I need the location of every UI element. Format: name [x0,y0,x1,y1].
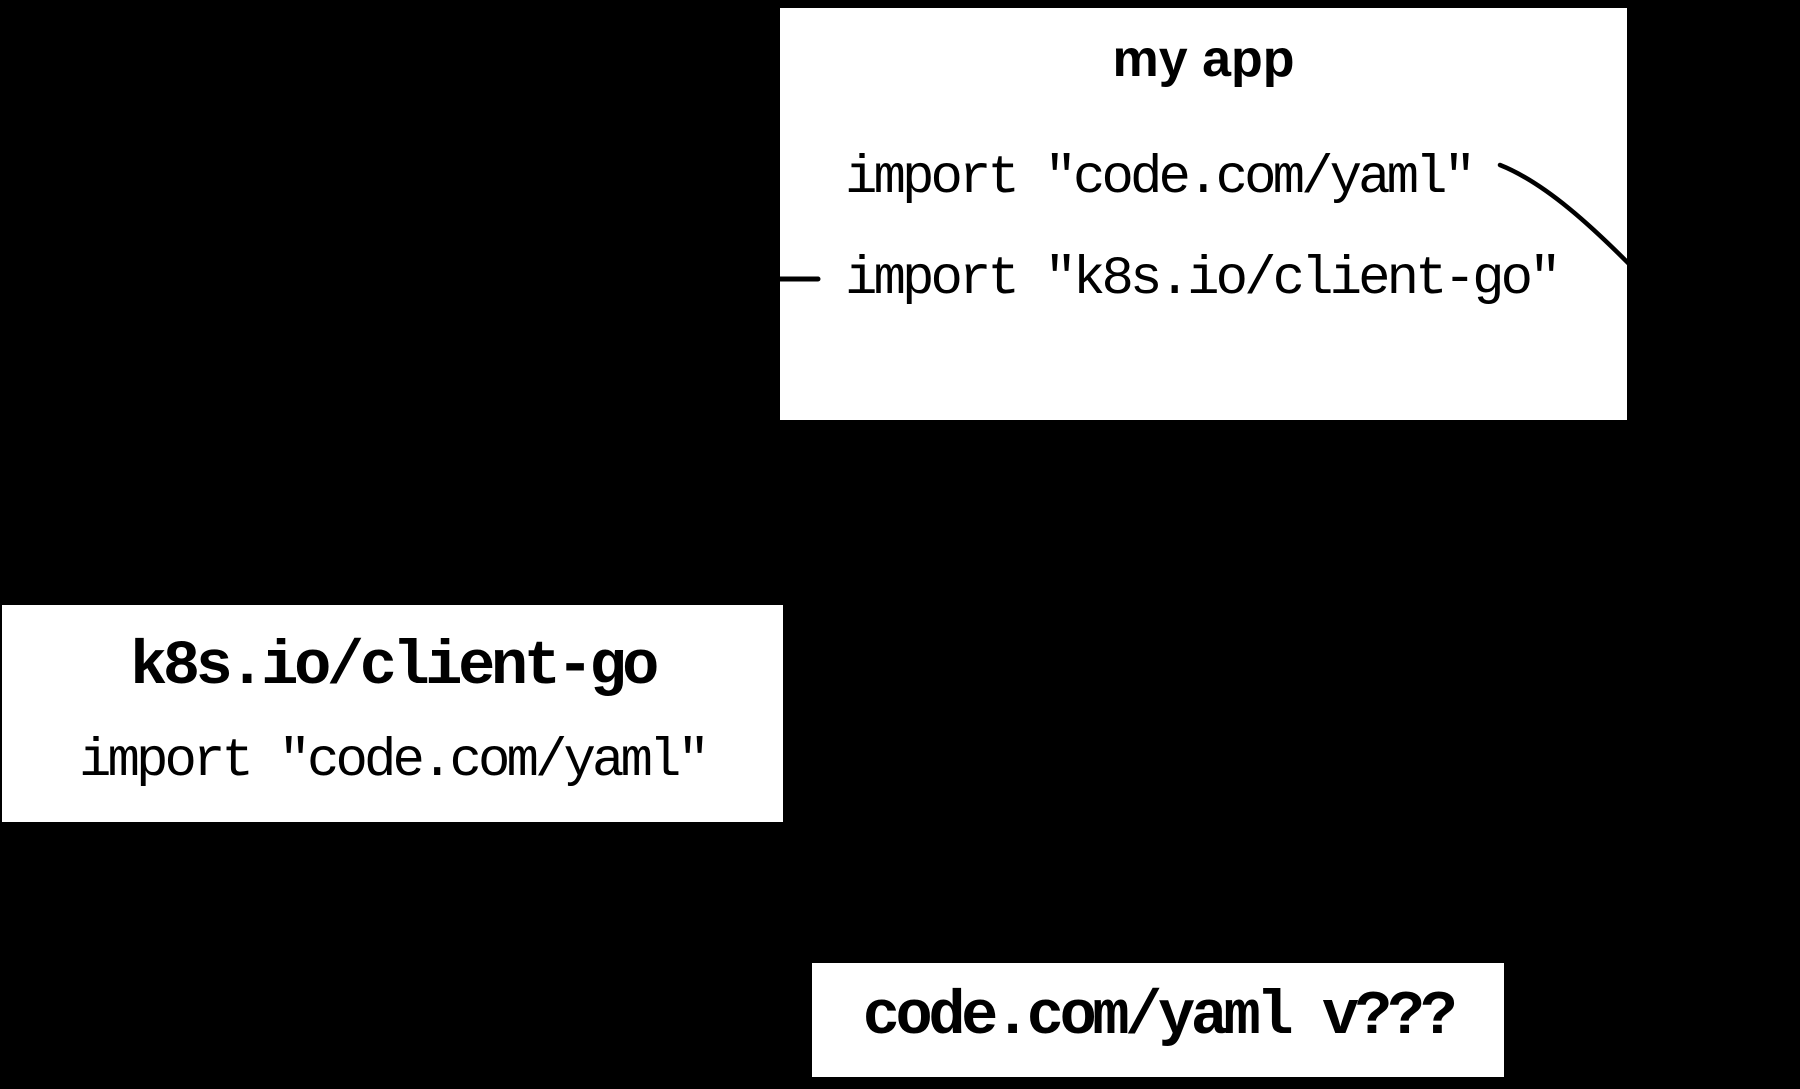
node-my-app: my app import "code.com/yaml" import "k8… [780,8,1627,420]
import-statement-client-go: import "k8s.io/client-go" [845,249,1562,310]
import-statement-code-yaml: import "code.com/yaml" [78,731,710,792]
node-code-yaml-title: code.com/yaml v??? [862,981,1458,1052]
node-k8s-client-go: k8s.io/client-go import "code.com/yaml" [2,605,783,822]
node-k8s-client-go-title: k8s.io/client-go [130,631,659,702]
import-statement-code-yaml: import "code.com/yaml" [845,148,1476,209]
node-code-yaml: code.com/yaml v??? [812,963,1504,1077]
node-my-app-title: my app [1112,30,1295,88]
